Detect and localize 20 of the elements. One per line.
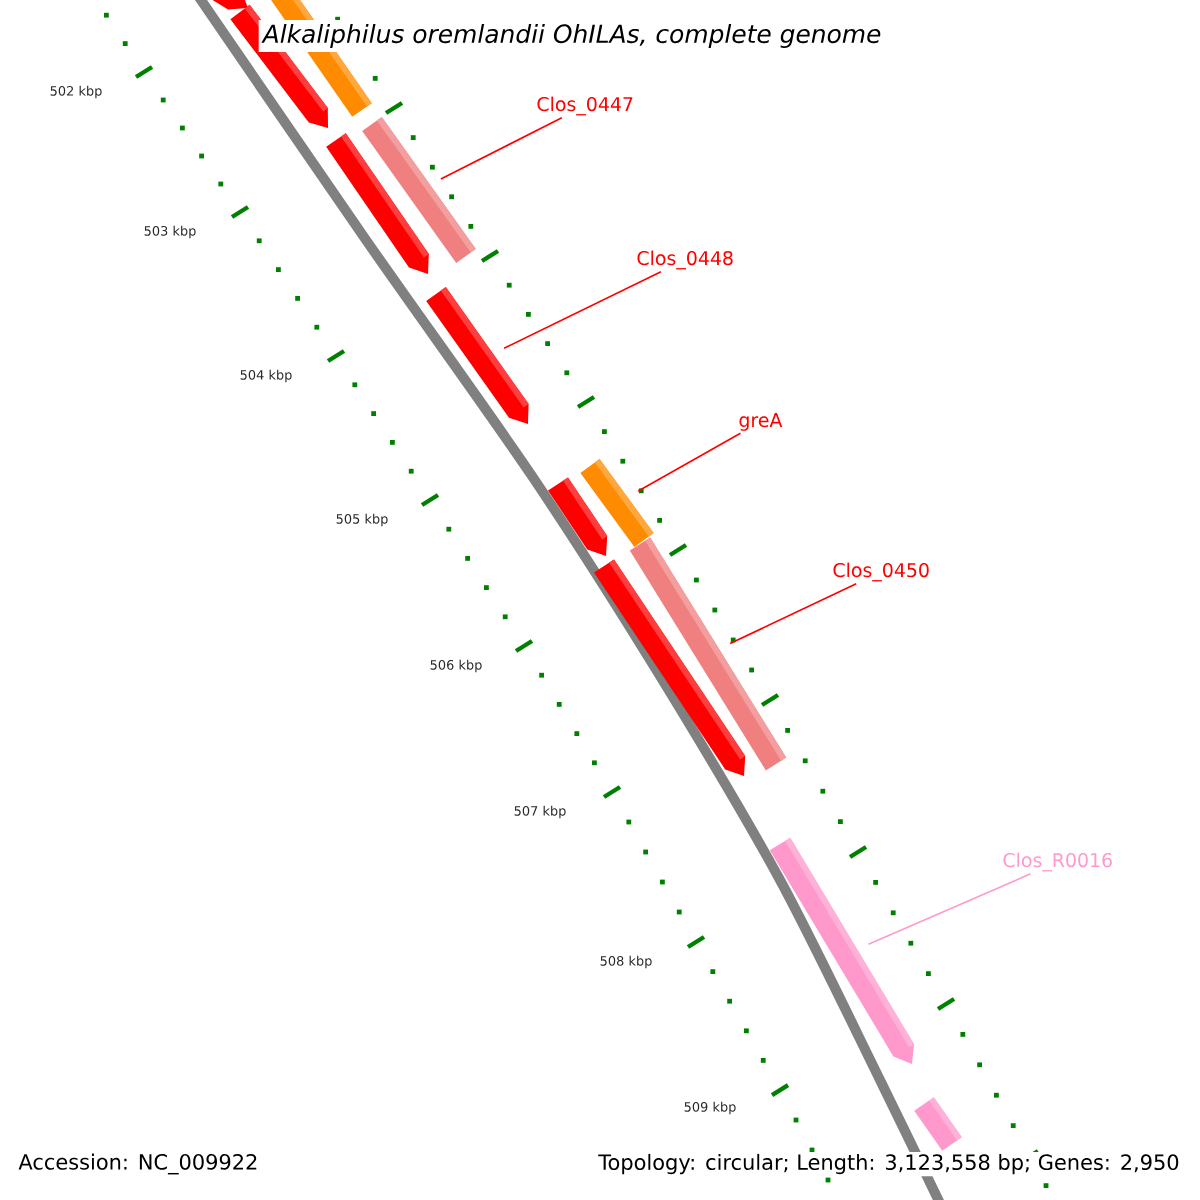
gene-block	[769, 837, 914, 1064]
leader-line	[867, 873, 1032, 946]
gene-block	[914, 1097, 962, 1151]
genome-info-text: Topology: circular; Length: 3,123,558 bp; Genes: 2,950	[596, 1151, 1182, 1177]
leader-line	[503, 271, 662, 350]
accession-text: Accession: NC_009922	[18, 1153, 257, 1175]
leader-line	[729, 583, 858, 645]
gene-label: Clos_R0016	[1003, 852, 1112, 872]
title: Alkaliphilus oremlandii OhILAs, complete genome	[258, 19, 886, 53]
gene-label: Clos_0448	[637, 250, 733, 270]
gene-block	[326, 133, 429, 274]
gene-block	[594, 559, 746, 776]
leader-line	[637, 432, 742, 492]
gene-block	[209, 0, 248, 10]
gene-label: Clos_0447	[537, 96, 633, 116]
gene-block	[548, 477, 608, 556]
gene-label: greA	[739, 413, 783, 431]
leader-line	[440, 117, 563, 180]
gene-block	[426, 287, 529, 424]
gene-label: Clos_0450	[833, 562, 929, 582]
